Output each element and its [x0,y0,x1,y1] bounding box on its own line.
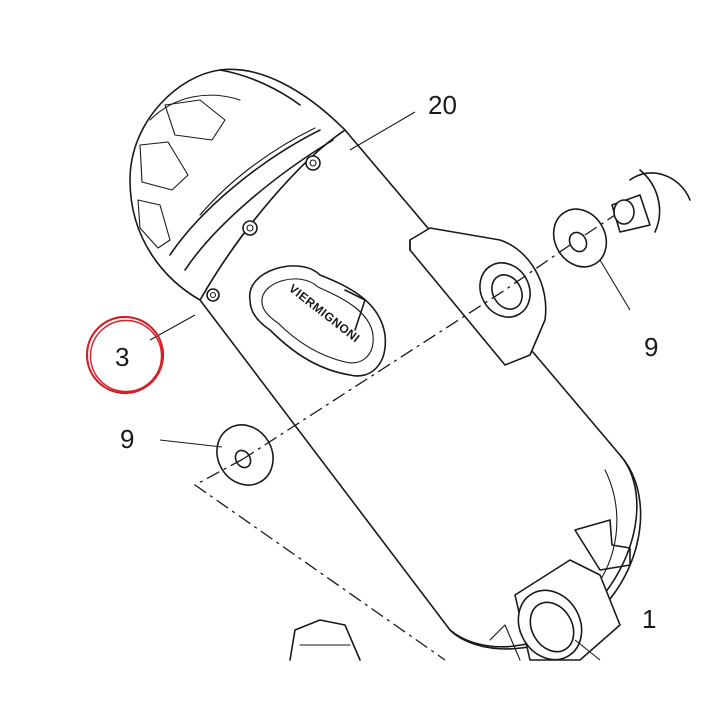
outlet-pipe [489,519,631,661]
callout-1: 1 [642,604,656,634]
callout-3: 3 [115,342,129,372]
mounting-bolt [611,169,691,233]
highlight-circle [85,315,165,395]
callouts: 20 9 9 1 3 [115,90,658,634]
callout-9-right: 9 [644,332,658,362]
rivets [206,155,321,302]
callout-9-left: 9 [120,424,134,454]
assembly-lines [193,214,616,661]
partial-component [289,619,361,661]
mounting-bracket [409,227,547,366]
callout-20: 20 [428,90,457,120]
washer-left [216,424,274,486]
end-cap [129,68,346,301]
leader-lines [149,111,631,661]
washer-right [552,208,608,268]
